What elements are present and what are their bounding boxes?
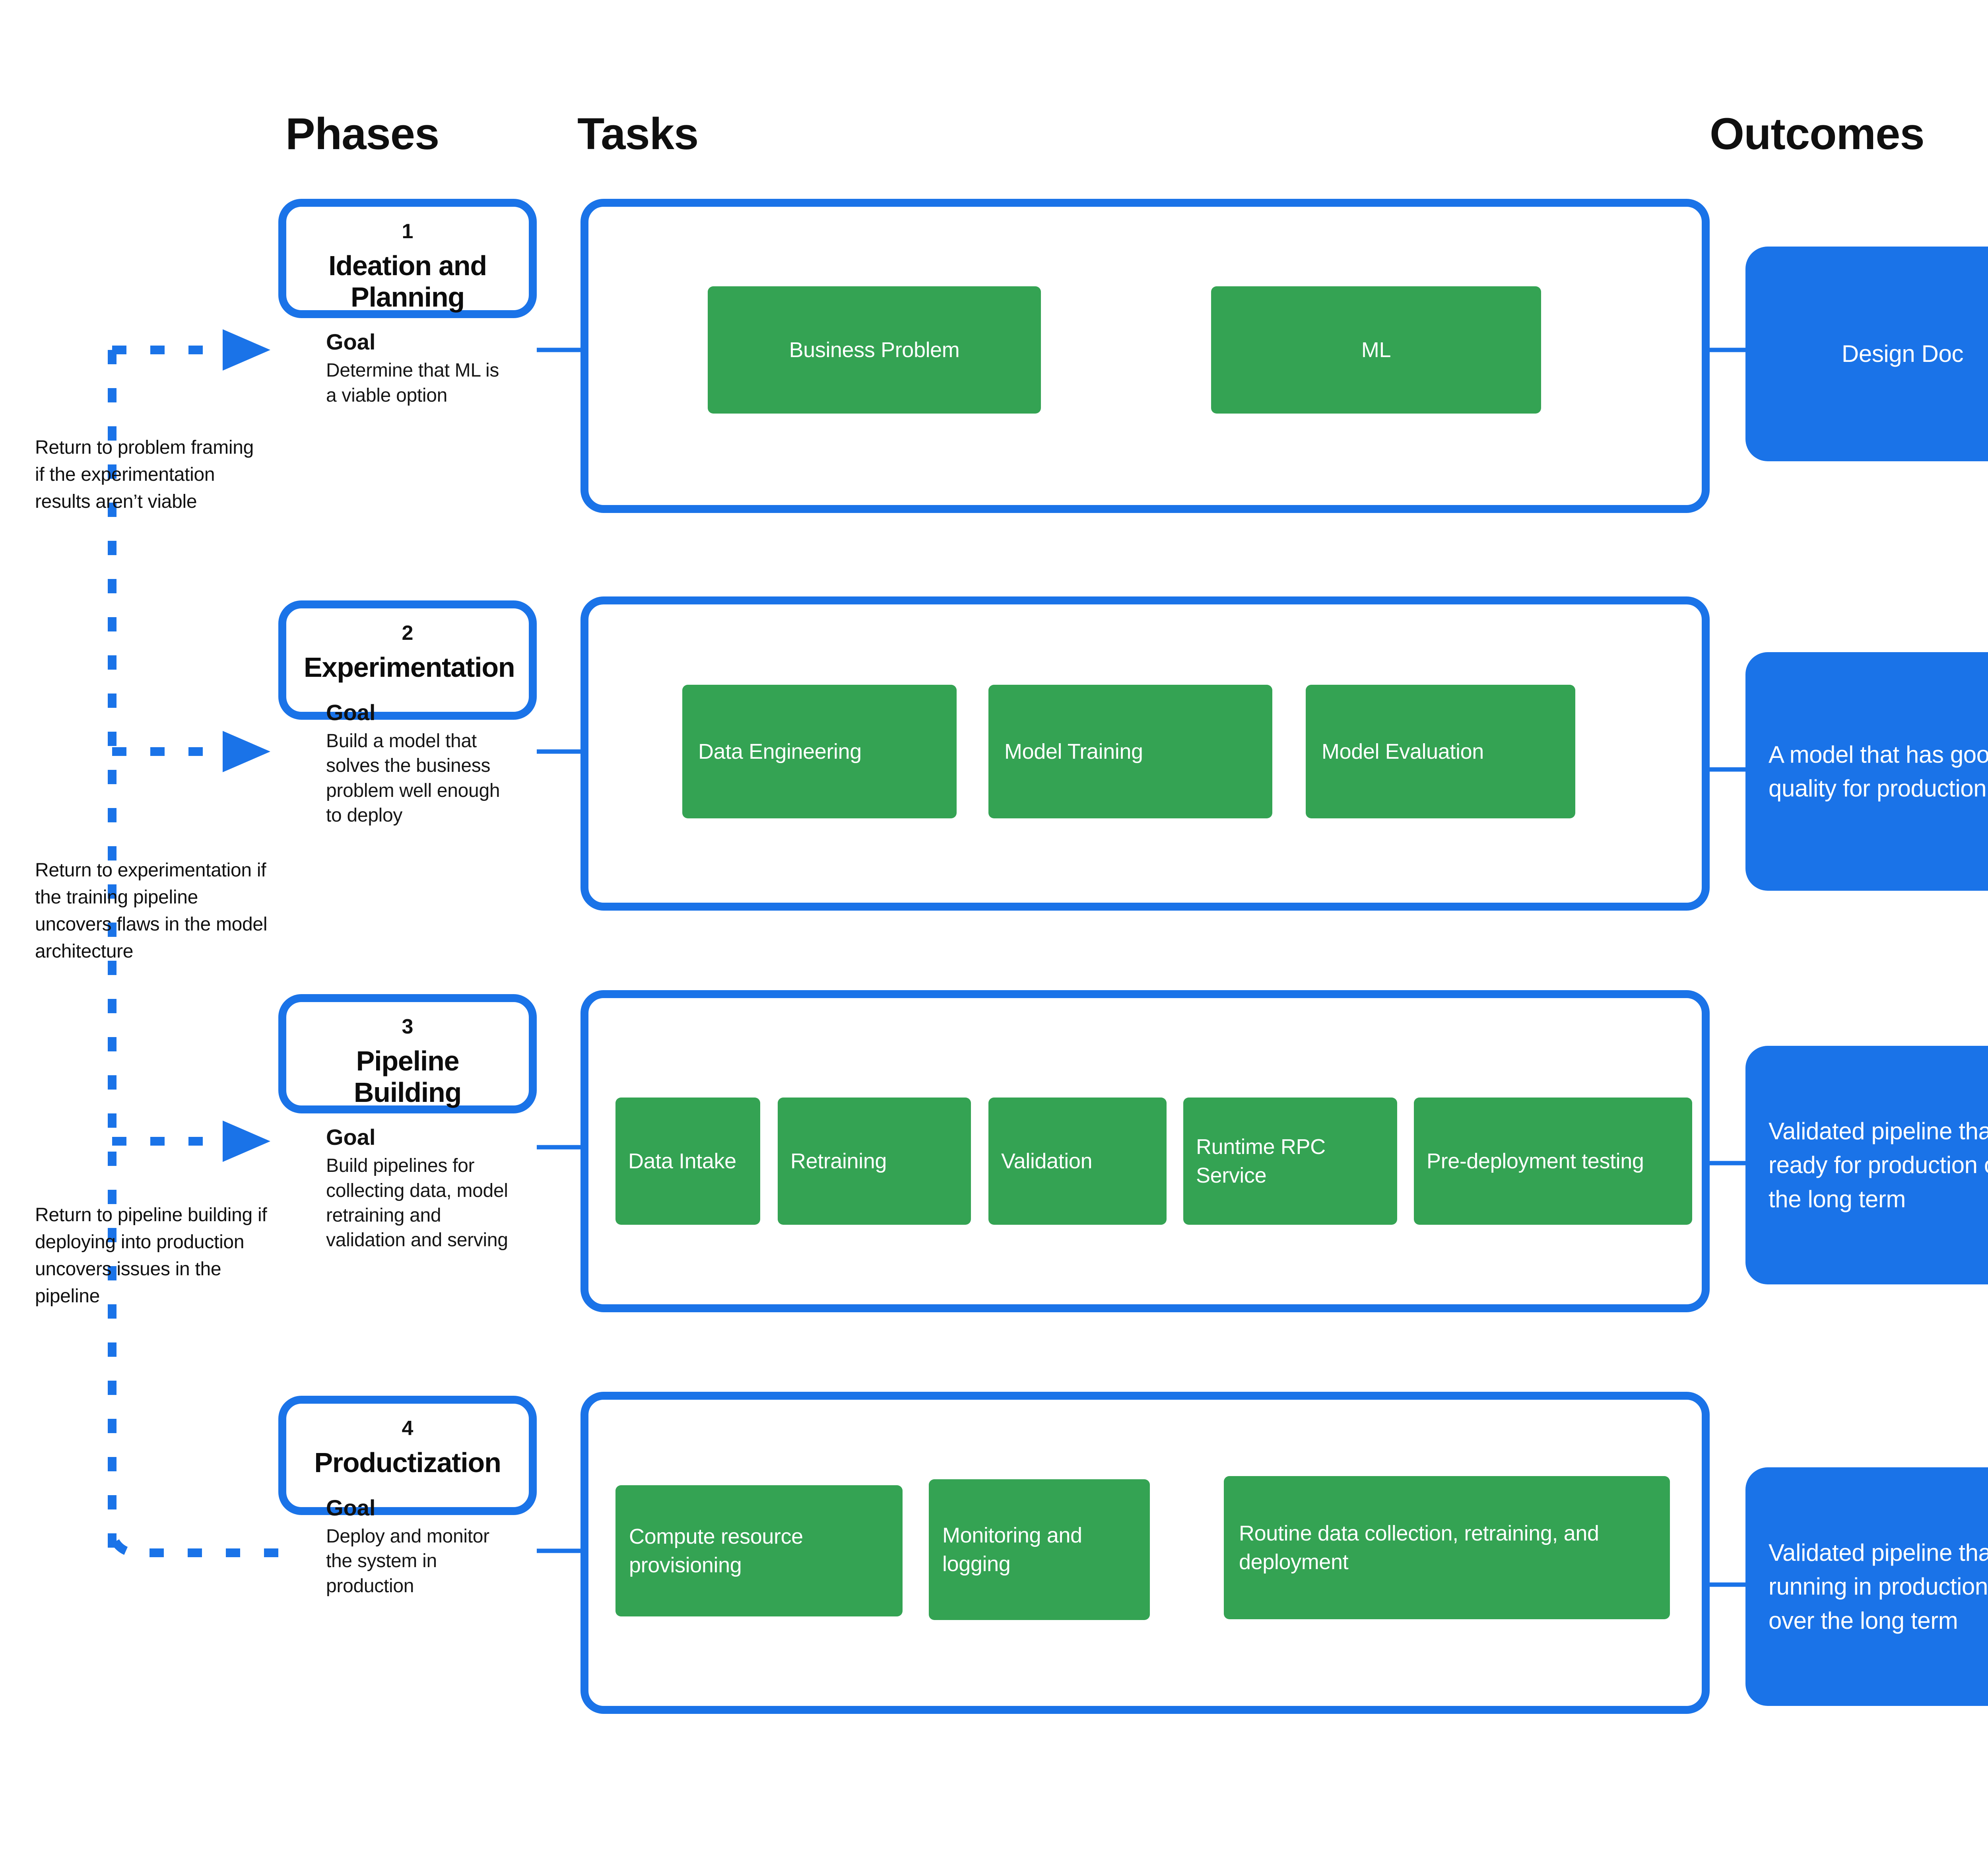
task-label: Data Intake (628, 1149, 736, 1173)
phase-title: Experimentation (304, 652, 515, 683)
task-label: Pre-deployment testing (1427, 1149, 1644, 1173)
task-label: Runtime RPC Service (1196, 1134, 1326, 1187)
task-box[interactable]: Retraining (778, 1098, 971, 1225)
task-box[interactable]: Model Training (988, 685, 1272, 818)
phase-goal: Goal Build pipelines for collecting data… (304, 1124, 511, 1253)
return-note-experimentation: Return to experimentation if the trainin… (35, 860, 268, 962)
phase-number: 4 (402, 1417, 414, 1440)
goal-text: Build a model that solves the business p… (326, 730, 500, 826)
task-box[interactable]: Pre-deployment testing (1414, 1098, 1692, 1225)
goal-label: Goal (326, 329, 376, 354)
task-label: Routine data collection, retraining, and… (1239, 1521, 1599, 1574)
task-box[interactable]: Data Engineering (682, 685, 957, 818)
task-box[interactable]: Validation (988, 1098, 1167, 1225)
phase-task-links (537, 348, 580, 1553)
outcome-card-3[interactable]: Validated pipeline that’s ready for prod… (1745, 1046, 1988, 1284)
task-box[interactable]: Routine data collection, retraining, and… (1224, 1476, 1670, 1619)
phase-number: 3 (402, 1015, 414, 1038)
task-label: Validation (1001, 1149, 1093, 1173)
task-label: Model Evaluation (1322, 739, 1484, 763)
phase-card-4[interactable]: 4 Productization Goal Deploy and monitor… (278, 1396, 537, 1597)
task-outcome-links (1710, 348, 1745, 1587)
phase-card-1[interactable]: 1 Ideation and Planning Goal Determine t… (278, 199, 537, 406)
task-label: Model Training (1004, 739, 1143, 763)
goal-label: Goal (326, 1495, 376, 1520)
goal-text: Build pipelines for collecting data, mod… (326, 1155, 508, 1251)
phase-number: 1 (402, 220, 414, 243)
task-label: Monitoring and logging (942, 1523, 1082, 1576)
column-header-phases: Phases (285, 109, 439, 159)
task-box[interactable]: Compute resource provisioning (615, 1485, 903, 1616)
task-label: Compute resource provisioning (629, 1524, 803, 1577)
task-label: Retraining (790, 1149, 887, 1173)
outcome-label: Design Doc (1841, 340, 1964, 367)
phase-card-2[interactable]: 2 Experimentation Goal Build a model tha… (278, 600, 537, 826)
outcome-label: Validated pipeline that’s running in pro… (1769, 1539, 1988, 1634)
return-note-problem-framing: Return to problem framing if the experim… (35, 437, 254, 513)
phase-title: Ideation and Planning (328, 250, 487, 313)
task-box[interactable]: Model Evaluation (1306, 685, 1575, 818)
goal-label: Goal (326, 699, 376, 725)
column-header-outcomes: Outcomes (1710, 109, 1925, 159)
task-label: Business Problem (789, 338, 960, 362)
goal-text: Deploy and monitor the system in product… (326, 1525, 489, 1597)
goal-text: Determine that ML is a viable option (326, 360, 499, 406)
column-header-tasks: Tasks (577, 109, 699, 159)
task-connectors (759, 348, 1415, 1553)
outcome-card-4[interactable]: Validated pipeline that’s running in pro… (1745, 1467, 1988, 1706)
task-label: ML (1361, 338, 1391, 362)
outcome-card-2[interactable]: A model that has good quality for produc… (1745, 652, 1988, 891)
task-box[interactable]: Monitoring and logging (929, 1479, 1150, 1620)
outcome-card-1[interactable]: Design Doc (1745, 247, 1988, 461)
task-box[interactable]: Runtime RPC Service (1183, 1098, 1397, 1225)
phase-number: 2 (402, 622, 414, 645)
phase-goal: Goal Deploy and monitor the system in pr… (304, 1494, 511, 1599)
outcome-label: Validated pipeline that’s ready for prod… (1769, 1118, 1988, 1212)
phase-title: Pipeline Building (353, 1045, 462, 1108)
task-box[interactable]: Business Problem (708, 286, 1041, 414)
task-label: Data Engineering (698, 739, 862, 763)
phase-title: Productization (314, 1447, 501, 1478)
task-box[interactable]: Data Intake (615, 1098, 760, 1225)
task-box[interactable]: ML (1211, 286, 1541, 414)
outcome-label: A model that has good quality for produc… (1769, 741, 1988, 802)
goal-label: Goal (326, 1124, 376, 1150)
phase-card-3[interactable]: 3 Pipeline Building Goal Build pipelines… (278, 994, 537, 1251)
phase-goal: Goal Determine that ML is a viable optio… (304, 328, 511, 408)
phase-goal: Goal Build a model that solves the busin… (304, 699, 511, 828)
return-note-pipeline-building: Return to pipeline building if deploying… (35, 1204, 267, 1307)
